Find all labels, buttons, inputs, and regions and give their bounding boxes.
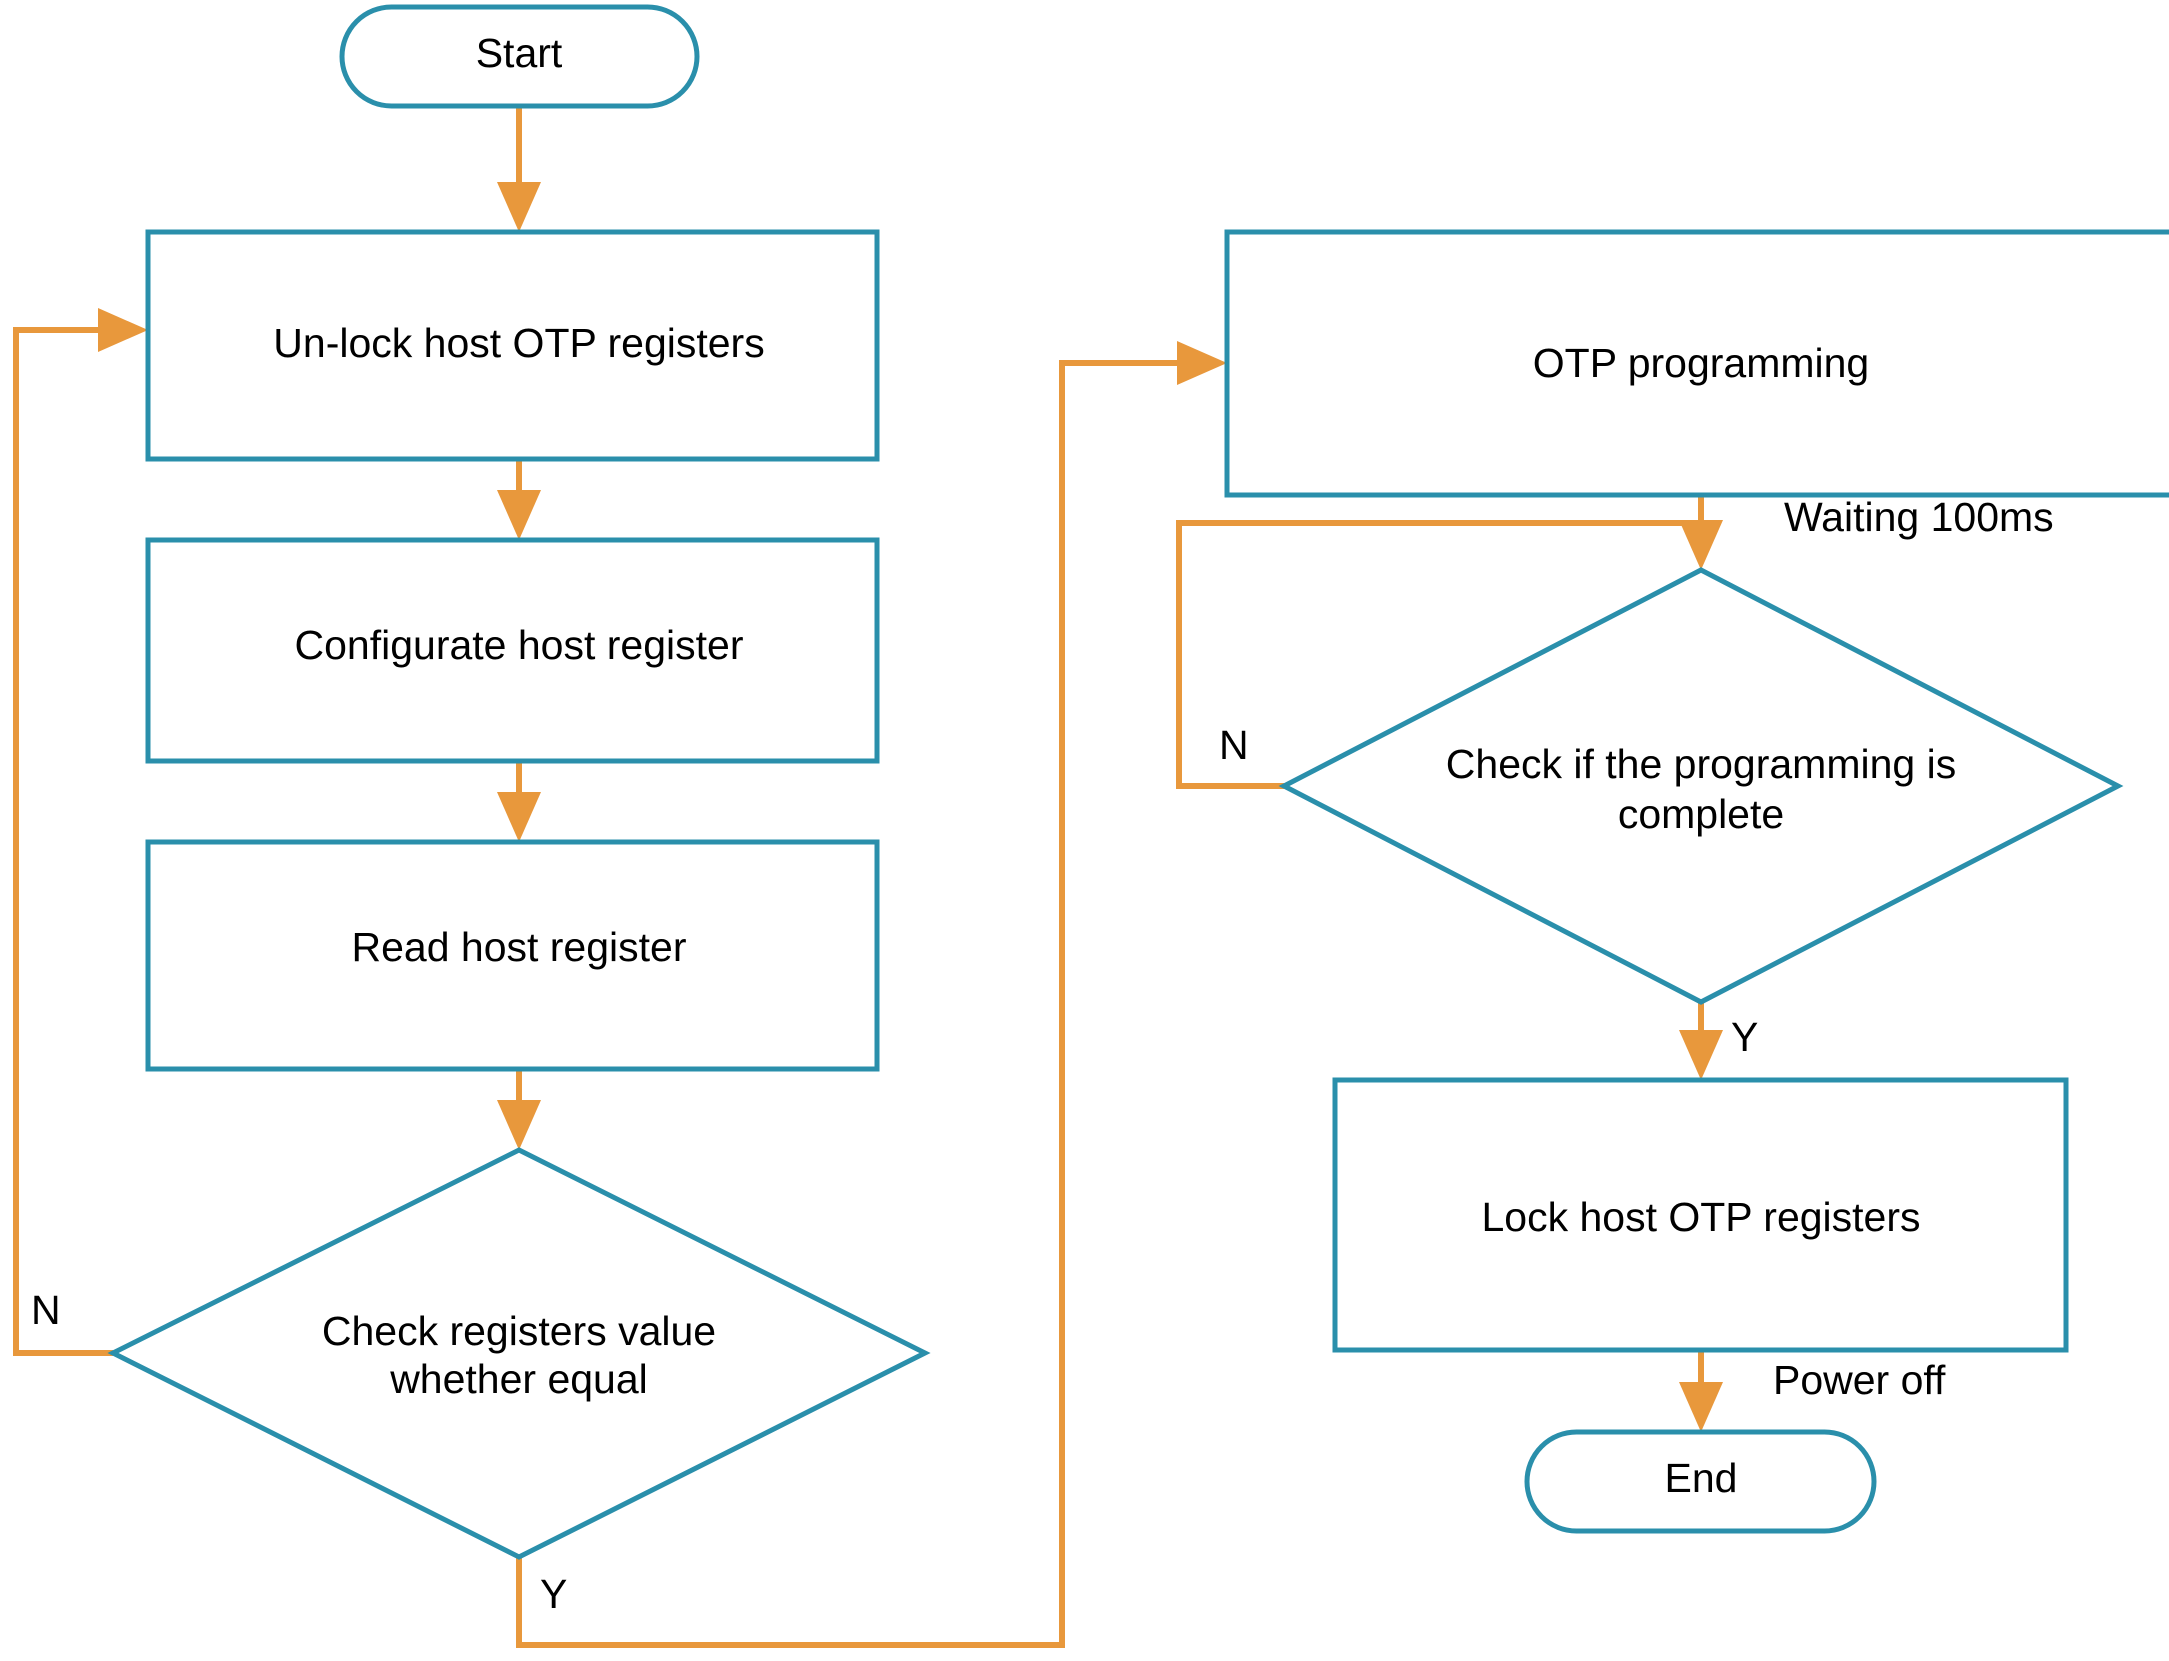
node-otp-programming[interactable]: OTP programming — [1224, 229, 2169, 498]
node-read-host-register[interactable]: Read host register — [145, 839, 880, 1072]
node-start-label: Start — [476, 30, 563, 76]
edge-lock-to-end — [1679, 1350, 1723, 1432]
node-check-complete-label-line1: Check if the programming is — [1446, 741, 1956, 787]
node-check-equal-label-line2: whether equal — [389, 1356, 648, 1402]
node-end-label: End — [1665, 1455, 1738, 1501]
node-lock-label: Lock host OTP registers — [1481, 1194, 1920, 1240]
node-read-label: Read host register — [351, 924, 686, 970]
edge-label-waiting: Waiting 100ms — [1784, 494, 2054, 540]
edge-configure-to-read — [497, 761, 541, 842]
node-check-programming-complete[interactable]: Check if the programming is complete — [1278, 567, 2124, 1005]
edge-check-complete-yes — [1679, 1002, 1723, 1080]
node-otp-programming-label: OTP programming — [1533, 340, 1869, 386]
edge-check-complete-no — [1176, 520, 1701, 789]
edge-label-power-off: Power off — [1773, 1357, 1946, 1403]
edge-label-check-complete-yes: Y — [1731, 1014, 1758, 1060]
node-check-complete-label-line2: complete — [1618, 791, 1784, 837]
node-unlock-host-otp-registers[interactable]: Un-lock host OTP registers — [145, 229, 880, 462]
edge-start-to-unlock — [497, 106, 541, 232]
node-lock-host-otp-registers[interactable]: Lock host OTP registers — [1332, 1077, 2069, 1353]
node-end[interactable]: End — [1524, 1429, 1877, 1534]
edge-label-check-equal-no: N — [31, 1287, 61, 1333]
edge-read-to-check-equal — [497, 1069, 541, 1150]
node-configure-host-register[interactable]: Configurate host register — [145, 537, 880, 764]
edge-check-equal-no — [13, 308, 148, 1356]
edge-label-check-equal-yes: Y — [540, 1571, 567, 1617]
edge-otp-to-check-complete — [1679, 495, 1723, 570]
edge-label-check-complete-no: N — [1219, 722, 1249, 768]
node-check-registers-value[interactable]: Check registers value whether equal — [107, 1147, 931, 1560]
edge-unlock-to-configure — [497, 459, 541, 540]
node-start[interactable]: Start — [339, 4, 700, 109]
node-unlock-label: Un-lock host OTP registers — [273, 320, 764, 366]
node-configure-label: Configurate host register — [295, 622, 744, 668]
edge-check-equal-yes — [516, 341, 1227, 1648]
node-check-equal-label-line1: Check registers value — [322, 1308, 716, 1354]
